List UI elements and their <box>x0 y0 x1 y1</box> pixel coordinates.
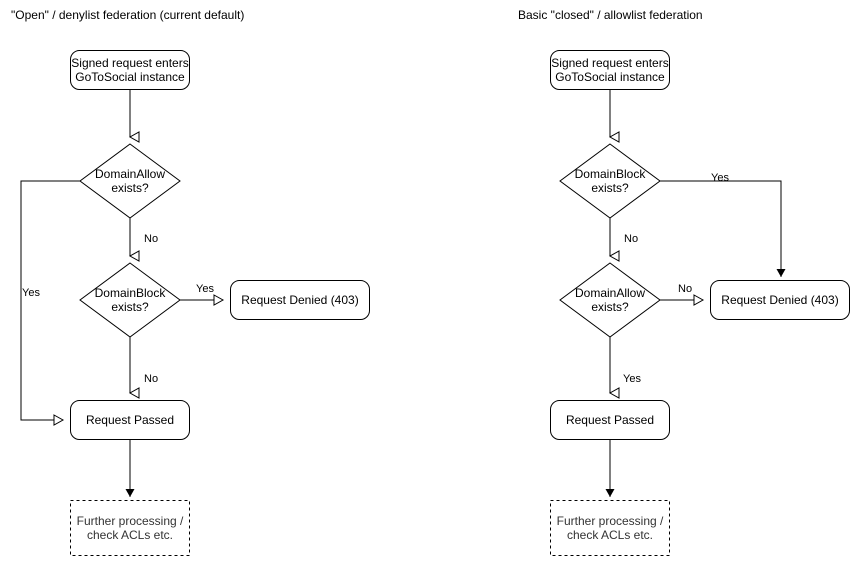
panel-open-denylist-shapes <box>20 50 370 556</box>
node-decision-domainblock-left[interactable] <box>79 262 181 338</box>
node-further-processing-left[interactable] <box>70 500 190 556</box>
panel-title-open-denylist: "Open" / denylist federation (current de… <box>11 8 245 22</box>
node-request-passed-right[interactable] <box>550 400 670 440</box>
edge-label-domainblock-no-right: No <box>624 233 639 245</box>
node-request-passed-left[interactable] <box>70 400 190 440</box>
node-further-processing-right[interactable] <box>550 500 670 556</box>
edge-label-domainallow-no-left: No <box>144 233 159 245</box>
node-decision-domainblock-right[interactable] <box>559 143 661 219</box>
node-request-denied-right[interactable] <box>710 280 850 320</box>
edge-label-domainallow-yes-right: Yes <box>623 373 641 385</box>
edge-domainallow-yes-left <box>20 180 80 426</box>
edge-label-domainblock-no-left: No <box>144 373 159 385</box>
edge-label-domainblock-yes-left: Yes <box>196 283 214 295</box>
node-decision-domainallow-right[interactable] <box>559 262 661 338</box>
edge-domainblock-yes-right <box>660 180 786 277</box>
node-start-right[interactable] <box>550 50 670 90</box>
node-decision-domainallow-left[interactable] <box>79 143 181 219</box>
panel-title-closed-allowlist: Basic "closed" / allowlist federation <box>518 8 703 22</box>
edge-label-domainallow-yes-left: Yes <box>22 287 40 299</box>
edge-label-domainallow-no-right: No <box>678 283 693 295</box>
node-start-left[interactable] <box>70 50 190 90</box>
node-request-denied-left[interactable] <box>230 280 370 320</box>
edge-label-domainblock-yes-right: Yes <box>711 172 729 184</box>
panel-closed-allowlist-shapes <box>550 50 850 556</box>
